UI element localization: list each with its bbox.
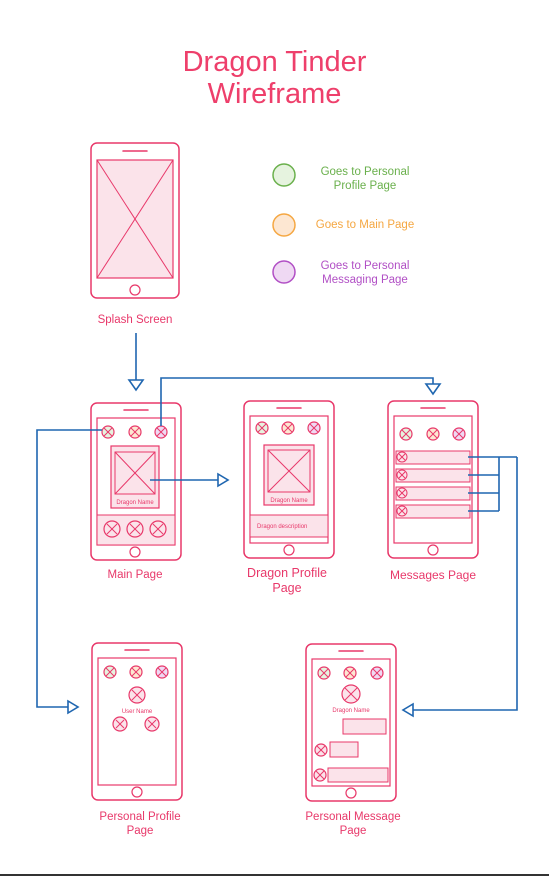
label-dragon-profile-line1: Dragon Profile — [247, 566, 327, 580]
arrow-head-main-profile — [217, 472, 230, 488]
legend-text-profile: Goes to Personal Profile Page — [300, 165, 430, 193]
legend-profile-line1: Goes to Personal — [320, 166, 410, 178]
arrow-messages-to-personal-message — [413, 457, 518, 711]
legend-text-messaging: Goes to Personal Messaging Page — [300, 259, 430, 287]
legend-purple-dot — [272, 260, 296, 284]
legend-text-main: Goes to Main Page — [300, 218, 430, 232]
bottom-divider — [0, 874, 549, 876]
label-personal-message-line1: Personal Message — [305, 811, 401, 823]
main-card-caption: Dragon Name — [116, 500, 154, 506]
legend-green-dot — [272, 163, 296, 187]
arrow-head-main-messages — [424, 383, 442, 396]
personal-profile-phone: User Name — [91, 642, 183, 801]
dragon-name-caption: Dragon Name — [332, 708, 370, 714]
legend-orange-dot — [272, 213, 296, 237]
label-splash-screen: Splash Screen — [97, 314, 173, 326]
arrow-head-personal-profile — [67, 699, 80, 715]
legend-profile-line2: Profile Page — [333, 180, 397, 192]
arrow-main-to-messages — [160, 377, 434, 426]
label-personal-profile-line1: Personal Profile — [99, 811, 181, 823]
label-dragon-profile-line2: Page — [272, 581, 302, 595]
legend-messaging-line1: Goes to Personal — [320, 260, 410, 272]
arrow-head-splash-main — [127, 379, 145, 392]
legend-main-line1: Goes to Main Page — [315, 219, 415, 231]
label-messages-page: Messages Page — [389, 568, 477, 582]
main-phone: Dragon Name — [90, 402, 182, 561]
dragon-profile-phone: Dragon Name Dragon description — [243, 400, 335, 559]
flow-arrows — [36, 333, 518, 718]
label-personal-message: Personal Message Page — [283, 810, 423, 838]
title-line-1: Dragon Tinder — [182, 46, 367, 78]
user-name-caption: User Name — [122, 709, 153, 715]
dragon-profile-card-caption: Dragon Name — [270, 498, 308, 504]
messages-phone — [387, 400, 479, 559]
label-main-page: Main Page — [107, 569, 163, 581]
splash-phone — [90, 142, 180, 299]
arrow-head-personal-message — [401, 702, 414, 718]
label-personal-profile: Personal Profile Page — [75, 810, 205, 838]
label-personal-message-line2: Page — [339, 825, 367, 837]
legend-messaging-line2: Messaging Page — [322, 274, 408, 286]
diagram-title: Dragon Tinder Wireframe — [0, 46, 549, 110]
dragon-description: Dragon description — [257, 524, 307, 530]
label-personal-profile-line2: Page — [126, 825, 154, 837]
label-dragon-profile: Dragon Profile Page — [222, 566, 352, 596]
personal-message-phone: Dragon Name — [305, 643, 397, 802]
title-line-2: Wireframe — [207, 78, 342, 110]
arrow-main-to-personal-profile — [36, 429, 102, 708]
